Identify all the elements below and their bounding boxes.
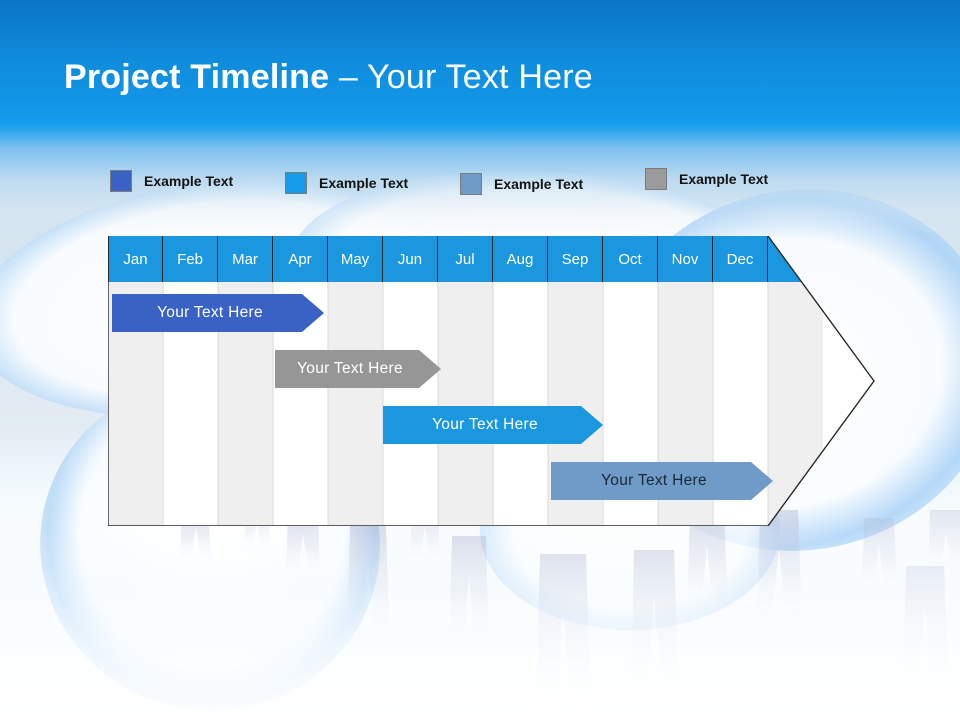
legend-label-2: Example Text	[319, 175, 409, 191]
legend-item-1[interactable]: Example Text	[110, 170, 233, 192]
legend-label-4: Example Text	[679, 171, 769, 187]
header-band	[0, 0, 960, 128]
task-bar-label-4: Your Text Here	[601, 472, 707, 489]
month-header-sep[interactable]: Sep	[548, 236, 603, 282]
legend-swatch-1	[110, 170, 132, 192]
page-title-strong: Project Timeline	[64, 58, 330, 96]
legend-label-3: Example Text	[494, 176, 584, 192]
task-bar-2[interactable]: Your Text Here	[275, 350, 441, 388]
legend-item-3[interactable]: Example Text	[460, 173, 583, 195]
month-header-oct[interactable]: Oct	[603, 236, 658, 282]
month-header-feb[interactable]: Feb	[163, 236, 218, 282]
legend-swatch-2	[285, 172, 307, 194]
month-header-jul[interactable]: Jul	[438, 236, 493, 282]
month-header-dec[interactable]: Dec	[713, 236, 768, 282]
task-bar-1[interactable]: Your Text Here	[112, 294, 324, 332]
legend-label-1: Example Text	[144, 173, 234, 189]
crowd-silhouette-decoration	[180, 508, 960, 714]
page-title-light: – Your Text Here	[329, 58, 593, 96]
month-header-aug[interactable]: Aug	[493, 236, 548, 282]
legend-swatch-3	[460, 173, 482, 195]
page-title: Project Timeline – Your Text Here	[64, 58, 593, 97]
month-header-jan[interactable]: Jan	[108, 236, 163, 282]
task-bar-label-2: Your Text Here	[297, 360, 403, 377]
task-bar-3[interactable]: Your Text Here	[383, 406, 603, 444]
month-header-nov[interactable]: Nov	[658, 236, 713, 282]
month-header-jun[interactable]: Jun	[383, 236, 438, 282]
task-bar-label-1: Your Text Here	[157, 304, 263, 321]
task-bar-label-3: Your Text Here	[432, 416, 538, 433]
legend-item-2[interactable]: Example Text	[285, 172, 408, 194]
legend-item-4[interactable]: Example Text	[645, 168, 768, 190]
month-header-mar[interactable]: Mar	[218, 236, 273, 282]
month-header-apr[interactable]: Apr	[273, 236, 328, 282]
task-bar-4[interactable]: Your Text Here	[551, 462, 773, 500]
legend-swatch-4	[645, 168, 667, 190]
month-header-may[interactable]: May	[328, 236, 383, 282]
